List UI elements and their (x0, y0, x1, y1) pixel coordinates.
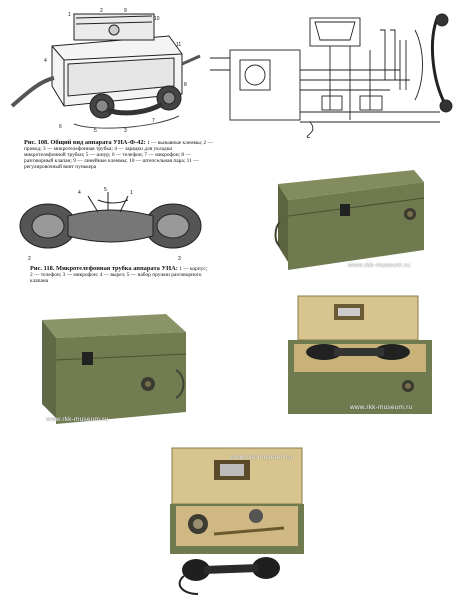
svg-text:2: 2 (28, 256, 31, 262)
svg-text:11: 11 (176, 42, 181, 48)
fig2-caption: Рис. 118. Микротелефонная трубка аппарат… (30, 265, 208, 284)
drawing-handset: 4 5 1 2 3 (8, 186, 208, 264)
svg-text:6: 6 (59, 124, 62, 130)
watermark-3: www.rkk-museum.ru (350, 404, 413, 411)
svg-text:4: 4 (44, 58, 47, 64)
svg-text:10: 10 (154, 16, 160, 22)
svg-text:3: 3 (124, 128, 127, 134)
photo-open-box-with-handset: www.rkk-museum.ru (164, 444, 312, 598)
svg-text:9: 9 (124, 8, 127, 14)
watermark-1: www.rkk-museum.ru (348, 262, 411, 269)
photo-open-box: www.rkk-museum.ru (284, 294, 436, 418)
fig1-title: Рис. 108. Общий вид аппарата УНА-Ф-42: (24, 139, 146, 146)
schematic-diagram (210, 10, 470, 138)
watermark-4: www.rkk-museum.ru (230, 454, 293, 461)
drawing-una-f-42: 1 2 9 10 11 4 6 5 3 7 8 (4, 6, 204, 138)
fig2-caption-text: 1 — корпус; 2 — телефон; 3 — микрофон; 4… (30, 266, 208, 284)
svg-text:1: 1 (130, 190, 133, 196)
svg-text:2: 2 (100, 8, 103, 14)
fig1-caption: Рис. 108. Общий вид аппарата УНА-Ф-42: 1… (24, 139, 214, 170)
svg-text:7: 7 (152, 118, 155, 124)
svg-text:4: 4 (78, 190, 81, 196)
svg-text:5: 5 (94, 128, 97, 134)
photo-closed-box-1: www.rkk-museum.ru (274, 162, 434, 280)
fig1-caption-text: 1 — вызывные клеммы; 2 — провод; 3 — мик… (24, 140, 213, 170)
svg-text:3: 3 (178, 256, 181, 262)
watermark-2: www.rkk-museum.ru (46, 416, 109, 423)
fig2-title: Рис. 118. Микротелефонная трубка аппарат… (30, 265, 178, 272)
svg-text:5: 5 (104, 187, 107, 193)
svg-text:1: 1 (68, 12, 71, 18)
photo-closed-box-2: www.rkk-museum.ru (36, 308, 196, 430)
svg-text:8: 8 (184, 82, 187, 88)
